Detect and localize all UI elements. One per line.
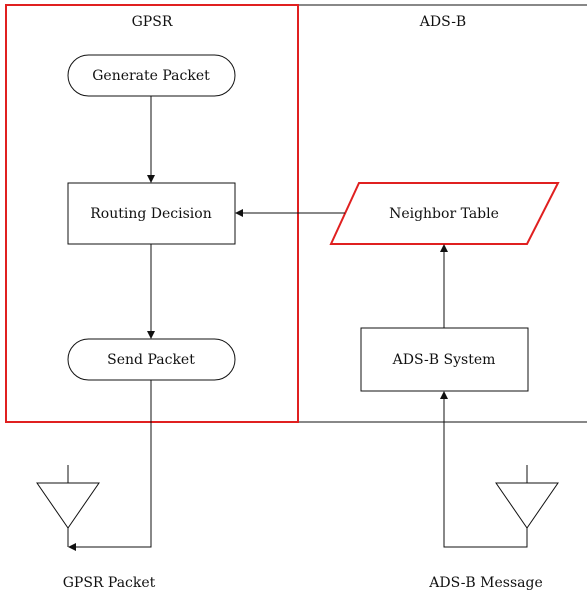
gpsr-packet-label: GPSR Packet — [63, 575, 156, 591]
send-packet-label: Send Packet — [107, 352, 195, 368]
neighbor-table-node — [329, 182, 560, 245]
gpsr-antenna-icon — [36, 465, 100, 547]
neighbor-table-label: Neighbor Table — [389, 206, 499, 222]
adsb-lane-title: ADS-B — [419, 14, 466, 30]
arrow-send-to-gpsr-antenna — [68, 380, 152, 551]
arrow-adsb-antenna-to-system — [440, 391, 528, 548]
adsb-message-label: ADS-B Message — [428, 575, 543, 591]
adsb-antenna-icon — [495, 465, 559, 529]
routing-decision-label: Routing Decision — [90, 206, 211, 222]
adsb-system-node — [360, 327, 529, 392]
adsb-system-label: ADS-B System — [392, 352, 496, 368]
generate-packet-label: Generate Packet — [92, 68, 210, 84]
routing-decision-node — [67, 182, 236, 245]
gpsr-lane-title: GPSR — [132, 14, 173, 30]
